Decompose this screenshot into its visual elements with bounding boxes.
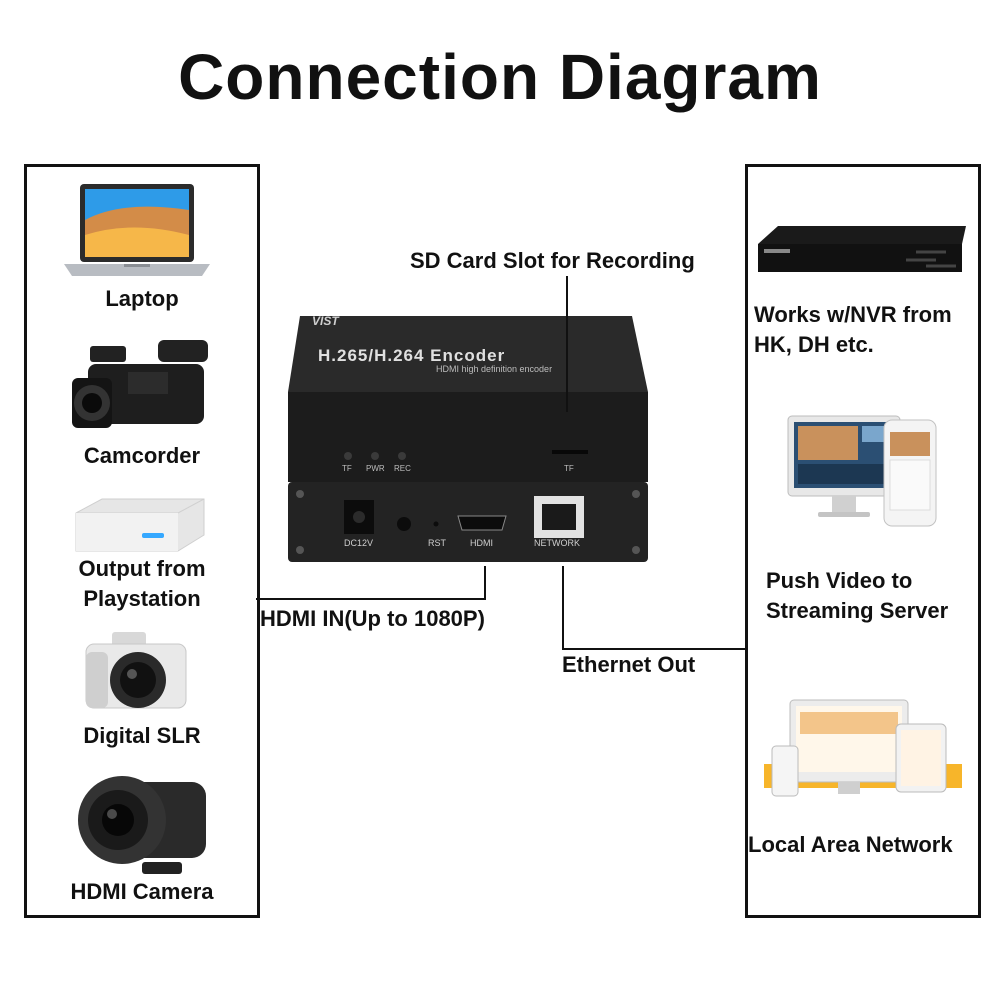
output-label-nvr: Works w/NVR from HK, DH etc. (754, 302, 952, 357)
camcorder-icon (68, 338, 216, 444)
sd-card-callout-line (566, 276, 568, 412)
tf-slot-label: TF (564, 464, 574, 473)
port-hdmi-label: HDMI (470, 538, 493, 548)
hdmi-in-line-vertical (484, 566, 486, 600)
playstation-console-icon (72, 495, 208, 555)
output-label-lan: Local Area Network (748, 832, 953, 857)
output-label-streaming: Push Video to Streaming Server (766, 568, 949, 623)
ethernet-line-horizontal (562, 648, 746, 650)
source-label-laptop: Laptop (105, 286, 179, 311)
encoder-subtitle: HDMI high definition encoder (436, 364, 553, 374)
hdmi-in-line-horizontal (256, 598, 486, 600)
port-rst-label: RST (428, 538, 446, 548)
encoder-device (286, 310, 652, 566)
page-title: Connection Diagram (178, 41, 822, 113)
encoder-model: H.265/H.264 Encoder (318, 346, 506, 365)
led-pwr-label: PWR (366, 464, 385, 473)
lan-devices-icon (760, 696, 966, 804)
sd-card-callout-label: SD Card Slot for Recording (410, 248, 695, 273)
led-tf-label: TF (342, 464, 352, 473)
encoder-brand: VIST (312, 314, 339, 328)
hdmi-in-callout-label: HDMI IN(Up to 1080P) (260, 606, 485, 631)
port-dc12v-label: DC12V (344, 538, 374, 548)
led-rec-label: REC (394, 464, 411, 473)
port-network-label: NETWORK (534, 538, 580, 548)
dslr-camera-icon (82, 628, 190, 716)
laptop-icon (62, 180, 212, 288)
ethernet-out-callout-label: Ethernet Out (562, 652, 696, 677)
ethernet-line-vertical (562, 566, 564, 650)
source-label-hdmi-camera: HDMI Camera (70, 879, 214, 904)
source-label-dslr: Digital SLR (83, 723, 201, 748)
hdmi-camera-icon (62, 772, 210, 878)
source-label-playstation: Output from Playstation (78, 556, 206, 611)
streaming-monitor-icon (784, 412, 940, 530)
outputs-panel (745, 164, 981, 918)
nvr-recorder-icon (756, 222, 968, 276)
source-label-camcorder: Camcorder (83, 443, 201, 468)
